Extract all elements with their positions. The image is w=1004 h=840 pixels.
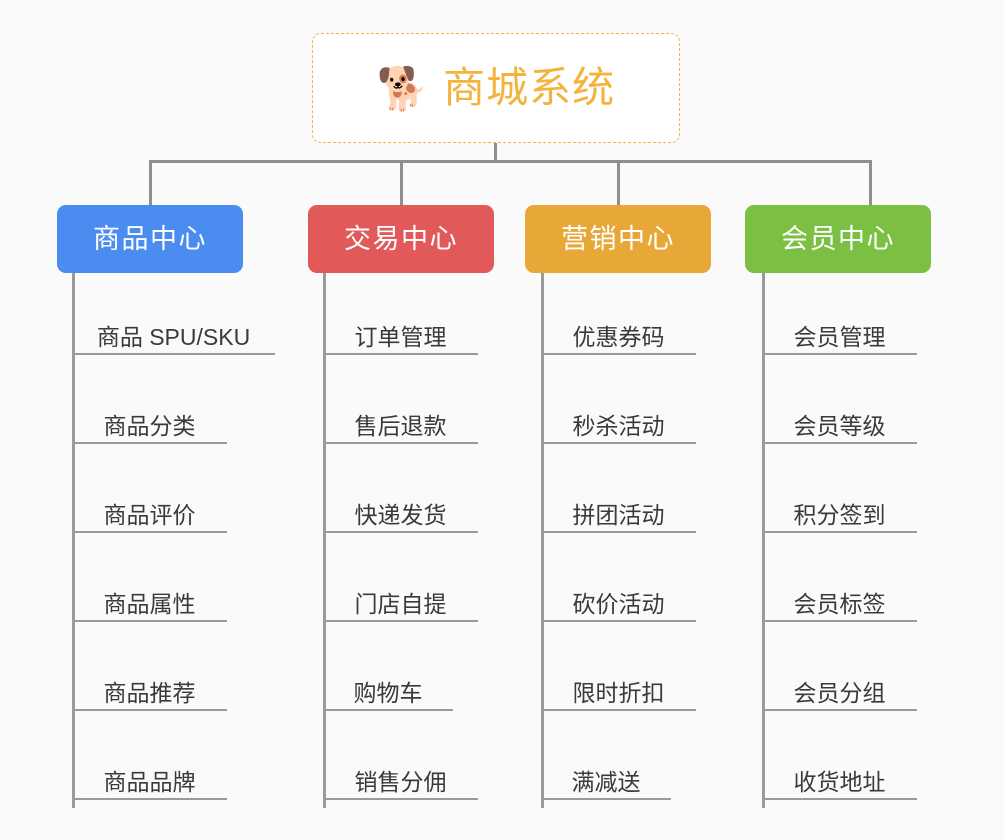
connector-drop-category-2 — [400, 160, 403, 205]
leaf-item[interactable]: 商品 SPU/SKU — [72, 303, 275, 355]
shiba-inu-icon: 🐕 — [376, 65, 430, 112]
leaf-label: 会员标签 — [793, 590, 886, 617]
category-box-trade-center[interactable]: 交易中心 — [308, 205, 494, 273]
leaf-item[interactable]: 售后退款 — [323, 392, 478, 444]
leaf-label: 售后退款 — [354, 412, 447, 439]
leaf-item[interactable]: 会员等级 — [762, 392, 917, 444]
leaf-label: 购物车 — [353, 679, 423, 706]
leaf-label: 会员等级 — [793, 412, 886, 439]
leaf-item[interactable]: 商品分类 — [72, 392, 227, 444]
category-label: 会员中心 — [781, 223, 895, 254]
leaf-item[interactable]: 会员分组 — [762, 659, 917, 711]
leaf-item[interactable]: 砍价活动 — [541, 570, 696, 622]
branch-trunk — [541, 273, 544, 808]
leaf-item[interactable]: 会员管理 — [762, 303, 917, 355]
leaf-item[interactable]: 满减送 — [541, 748, 671, 800]
connector-root-stem — [494, 143, 497, 161]
leaf-item[interactable]: 会员标签 — [762, 570, 917, 622]
leaf-label: 拼团活动 — [572, 501, 665, 528]
category-box-marketing-center[interactable]: 营销中心 — [525, 205, 711, 273]
leaf-label: 秒杀活动 — [572, 412, 665, 439]
category-box-member-center[interactable]: 会员中心 — [745, 205, 931, 273]
branch-trunk — [762, 273, 765, 808]
leaf-label: 商品分类 — [103, 412, 196, 439]
leaf-label: 满减送 — [571, 768, 641, 795]
leaf-item[interactable]: 限时折扣 — [541, 659, 696, 711]
leaf-item[interactable]: 商品属性 — [72, 570, 227, 622]
leaf-label: 积分签到 — [793, 501, 886, 528]
leaf-label: 门店自提 — [354, 590, 447, 617]
connector-drop-category-3 — [617, 160, 620, 205]
leaf-item[interactable]: 商品评价 — [72, 481, 227, 533]
leaf-item[interactable]: 秒杀活动 — [541, 392, 696, 444]
leaf-label: 优惠券码 — [572, 323, 665, 350]
connector-horizontal-bus — [150, 160, 872, 163]
connector-drop-category-4 — [869, 160, 872, 205]
leaf-label: 限时折扣 — [572, 679, 665, 706]
leaf-item[interactable]: 积分签到 — [762, 481, 917, 533]
leaf-label: 商品推荐 — [103, 679, 196, 706]
leaf-label: 会员管理 — [793, 323, 886, 350]
leaf-item[interactable]: 快递发货 — [323, 481, 478, 533]
root-node-mall-system[interactable]: 🐕 商城系统 — [312, 33, 680, 143]
root-title: 商城系统 — [443, 64, 616, 111]
leaf-item[interactable]: 门店自提 — [323, 570, 478, 622]
branch-trunk — [323, 273, 326, 808]
category-box-product-center[interactable]: 商品中心 — [57, 205, 243, 273]
leaf-label: 会员分组 — [793, 679, 886, 706]
category-label: 营销中心 — [561, 223, 675, 254]
leaf-item[interactable]: 购物车 — [323, 659, 453, 711]
leaf-item[interactable]: 优惠券码 — [541, 303, 696, 355]
category-label: 商品中心 — [93, 223, 207, 254]
leaf-item[interactable]: 销售分佣 — [323, 748, 478, 800]
leaf-item[interactable]: 收货地址 — [762, 748, 917, 800]
leaf-item[interactable]: 商品推荐 — [72, 659, 227, 711]
category-label: 交易中心 — [344, 223, 458, 254]
connector-drop-category-1 — [149, 160, 152, 205]
leaf-item[interactable]: 拼团活动 — [541, 481, 696, 533]
leaf-label: 收货地址 — [793, 768, 886, 795]
leaf-item[interactable]: 订单管理 — [323, 303, 478, 355]
leaf-label: 商品品牌 — [103, 768, 196, 795]
leaf-label: 订单管理 — [354, 323, 447, 350]
leaf-label: 商品 SPU/SKU — [96, 323, 251, 350]
leaf-label: 商品属性 — [103, 590, 196, 617]
leaf-label: 快递发货 — [354, 501, 447, 528]
leaf-item[interactable]: 商品品牌 — [72, 748, 227, 800]
leaf-label: 砍价活动 — [572, 590, 665, 617]
leaf-label: 销售分佣 — [354, 768, 447, 795]
leaf-label: 商品评价 — [103, 501, 196, 528]
branch-trunk — [72, 273, 75, 808]
